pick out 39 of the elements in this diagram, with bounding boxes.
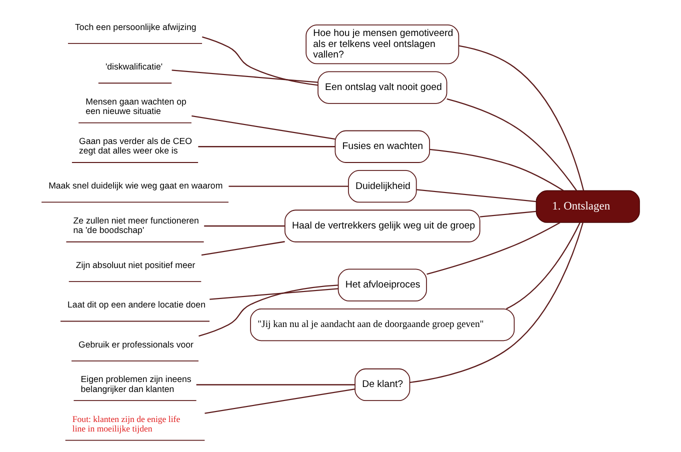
connector — [416, 189, 536, 202]
connector — [506, 222, 581, 310]
connector — [446, 98, 578, 191]
node-text: Fout: klanten zijn de enige life line in moeilijke tijden — [72, 414, 180, 434]
connector — [430, 148, 564, 192]
node-text: Gaan pas verder als de CEO zegt dat alles weer oke is — [79, 136, 192, 156]
connector — [480, 210, 536, 218]
node-text: Zijn absoluut niet positief meer — [76, 260, 196, 270]
connector — [228, 186, 348, 187]
node-text: Eigen problemen zijn ineens belangrijker dan klanten — [80, 374, 192, 394]
connector — [204, 225, 285, 227]
connector — [426, 222, 560, 275]
node-text: Laat dit op een andere locatie doen — [68, 300, 206, 310]
node-box: Haal de vertrekkers gelijk weg uit de groep — [284, 210, 480, 242]
connector — [198, 284, 338, 337]
connector — [196, 384, 355, 386]
connector — [202, 36, 318, 86]
node-box: Fusies en wachten — [334, 130, 430, 163]
node-text: 'diskwalificatie' — [105, 61, 163, 72]
connector — [204, 388, 356, 414]
node-text: Maak snel duidelijk wie weg gaat en waarom — [48, 180, 223, 191]
connector — [458, 45, 584, 191]
node-text: Mensen gaan wachten op een nieuwe situatie — [86, 96, 186, 116]
connector — [410, 222, 584, 384]
node-text: Gebruik er professionals voor — [78, 339, 194, 350]
node-box: Hoe hou je mensen gemotiveerd als er telkens veel ontslagen vallen? — [306, 24, 460, 64]
connector — [192, 115, 336, 140]
connector — [201, 241, 285, 256]
connector — [172, 70, 318, 83]
node-box: Het afvloeiproces — [338, 268, 427, 302]
node-text: Ze zullen niet meer functioneren na 'de boodschap' — [73, 215, 199, 236]
node-box: 1. Ontslagen — [536, 190, 640, 223]
node-box: Een ontslag valt nooit goed — [318, 71, 448, 104]
connector — [198, 146, 336, 148]
node-box: "Jij kan nu al je aandacht aan de doorgaande groep geven" — [250, 308, 515, 342]
node-text: Toch een persoonlijke afwijzing — [75, 22, 196, 32]
node-box: De klant? — [354, 368, 410, 402]
node-box: Duidelijkheid — [348, 170, 417, 203]
connector — [210, 288, 338, 300]
